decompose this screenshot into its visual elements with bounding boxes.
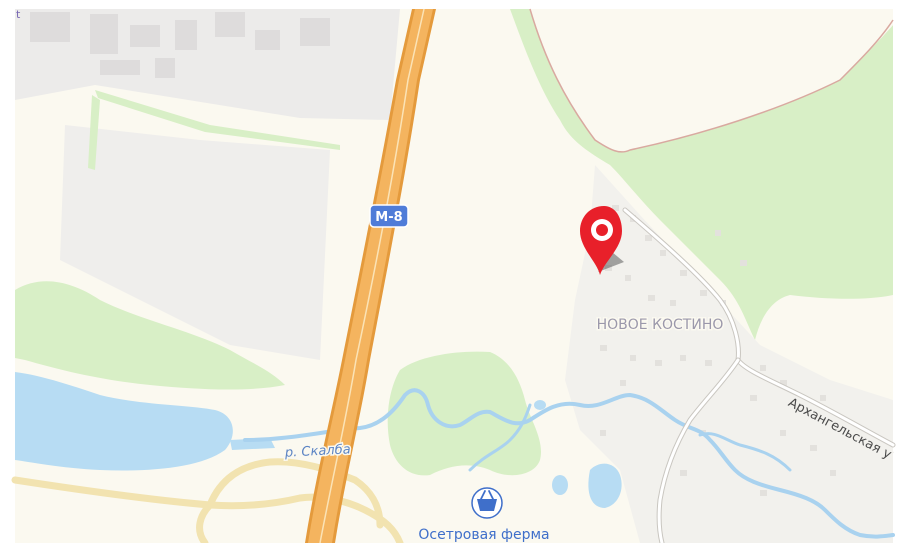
highway-shield[interactable]: М-8	[369, 204, 409, 228]
grey-lot	[60, 125, 330, 360]
pond-small	[552, 475, 568, 495]
map-viewport[interactable]: М-8 НОВОЕ КОСТИНО р. Скалба Архангельска…	[11, 8, 896, 543]
river-label: р. Скалба	[284, 442, 351, 460]
highway-m8-divider	[319, 8, 425, 543]
green-border-left	[88, 95, 100, 170]
forest-left	[15, 281, 285, 390]
lake	[15, 372, 233, 471]
industrial-buildings	[30, 12, 330, 78]
shopping-basket-icon[interactable]	[471, 487, 503, 519]
poi-label[interactable]: Осетровая ферма	[417, 526, 551, 543]
river	[243, 388, 895, 539]
forest-top-right	[510, 9, 893, 340]
river-branch	[468, 403, 532, 472]
highway-m8	[308, 9, 433, 543]
corner-label-fragment: t	[16, 8, 21, 21]
river-branch-right	[698, 432, 792, 472]
open-field-top-right	[530, 9, 893, 152]
map-pin-icon[interactable]	[580, 206, 624, 275]
pond-large	[588, 463, 622, 508]
village-road-south-inner	[657, 358, 740, 543]
interchange-ramp	[11, 458, 404, 543]
green-border-strip	[95, 90, 340, 150]
village-label: НОВОЕ КОСТИНО	[597, 317, 724, 333]
field-boundary	[529, 8, 894, 153]
highway-shield-label: М-8	[375, 210, 402, 225]
pond-tiny	[534, 400, 546, 410]
